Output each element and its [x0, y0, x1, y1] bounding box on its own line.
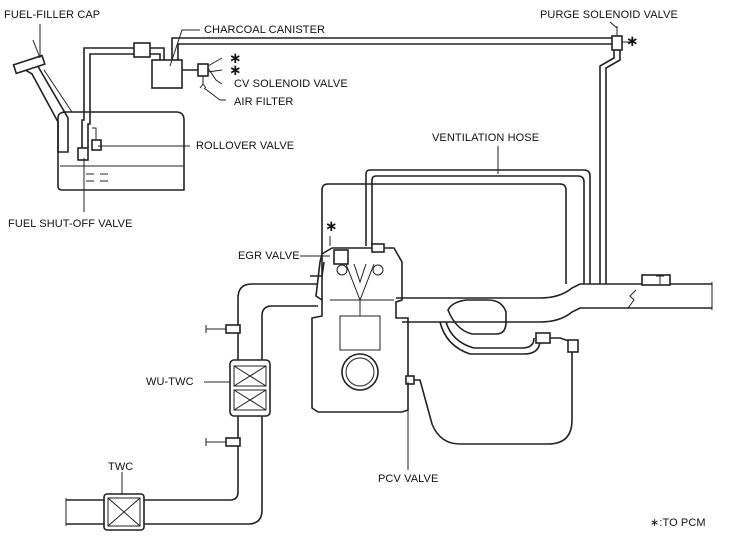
intake-duct — [396, 274, 713, 323]
charcoal-canister — [151, 59, 183, 89]
oxygen-sensor-front — [205, 324, 241, 334]
label-wu-twc: WU-TWC — [146, 376, 194, 388]
label-rollover-valve: ROLLOVER VALVE — [196, 140, 295, 152]
ventilation-hose — [321, 169, 591, 300]
tank-vent-line — [81, 42, 165, 148]
label-pcv-valve: PCV VALVE — [378, 473, 439, 485]
label-charcoal-canister: CHARCOAL CANISTER — [204, 24, 326, 36]
pcm-marker-purge-solenoid: ∗ — [626, 33, 639, 50]
pcm-marker-cv-solenoid-2: ∗ — [229, 62, 242, 79]
label-egr-valve: EGR VALVE — [238, 250, 300, 262]
label-cv-solenoid-valve: CV SOLENOID VALVE — [234, 78, 348, 90]
label-fuel-shutoff-valve: FUEL SHUT-OFF VALVE — [8, 218, 133, 230]
pcm-marker-cv-solenoid-1: ∗ — [229, 50, 242, 67]
fuel-tank — [57, 111, 185, 191]
pcm-marker-egr-valve: ∗ — [325, 218, 338, 235]
twc-converter — [103, 493, 145, 531]
leader-lines — [39, 21, 618, 494]
label-purge-solenoid-valve: PURGE SOLENOID VALVE — [540, 9, 678, 21]
cv-solenoid-valve — [182, 57, 223, 89]
fuel-shutoff-valve — [77, 147, 89, 161]
label-air-filter: AIR FILTER — [234, 96, 294, 108]
exhaust-pipe — [65, 283, 318, 526]
fuel-filler-cap — [12, 39, 46, 75]
egr-valve — [310, 236, 331, 277]
wu-twc-converter — [229, 359, 271, 417]
label-ventilation-hose: VENTILATION HOSE — [432, 132, 540, 144]
label-twc: TWC — [108, 461, 134, 473]
fuel-filler-neck — [20, 62, 73, 153]
rollover-valve — [91, 127, 102, 151]
pcv-hose — [406, 299, 579, 445]
purge-line — [171, 37, 612, 60]
oxygen-sensor-rear — [205, 437, 241, 447]
engine-block — [311, 243, 415, 413]
label-fuel-filler-cap: FUEL-FILLER CAP — [4, 9, 101, 21]
legend-to-pcm: ∗:TO PCM — [650, 517, 706, 529]
purge-solenoid-valve — [599, 26, 630, 284]
